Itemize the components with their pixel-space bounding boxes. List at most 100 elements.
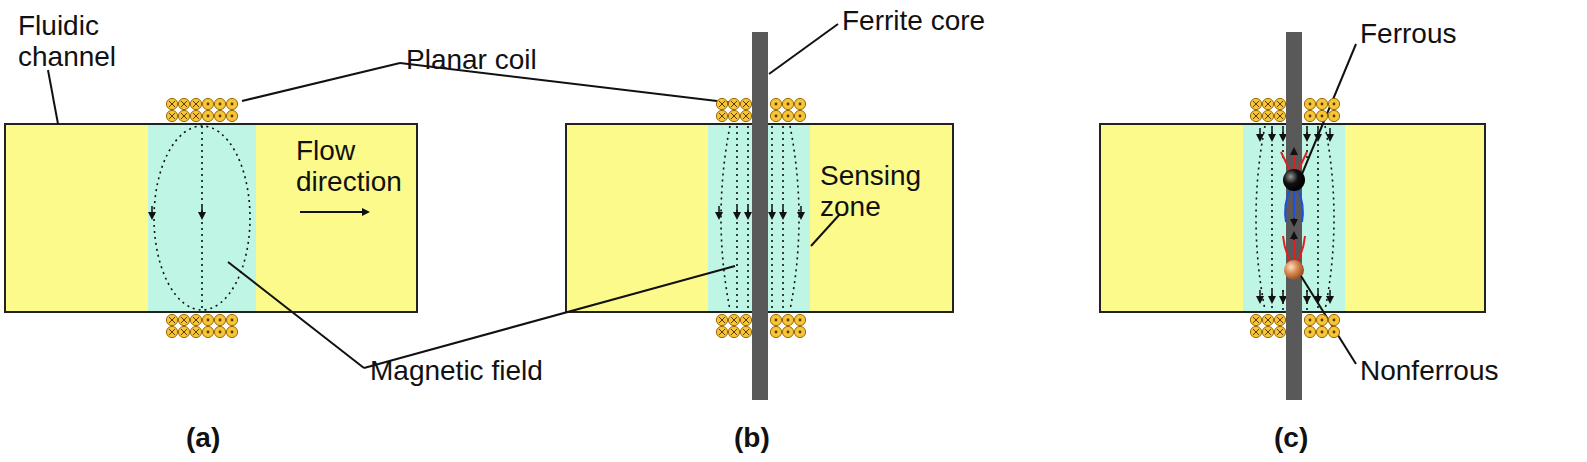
coil-cross bbox=[1277, 101, 1283, 107]
coil-turn bbox=[782, 98, 793, 109]
coil-dot bbox=[1309, 115, 1312, 118]
coil-turn bbox=[202, 326, 213, 337]
coil-cross bbox=[1253, 113, 1259, 119]
coil-turn bbox=[190, 326, 201, 337]
coil-turn bbox=[740, 326, 751, 337]
coil-dot bbox=[231, 115, 234, 118]
coil-turn bbox=[1274, 326, 1285, 337]
coil-turn bbox=[716, 110, 727, 121]
coil-turn bbox=[728, 326, 739, 337]
flow-arrow bbox=[300, 211, 366, 213]
coil-turn bbox=[1316, 326, 1327, 337]
coil-turn bbox=[190, 110, 201, 121]
coil-turn bbox=[770, 98, 781, 109]
coil-dot bbox=[219, 319, 222, 322]
field-label: Magnetic field bbox=[370, 355, 543, 386]
coil-turn bbox=[178, 98, 189, 109]
coil-turn bbox=[166, 110, 177, 121]
coil-dot bbox=[219, 331, 222, 334]
coil-turn bbox=[1262, 98, 1273, 109]
panel-label: (a) bbox=[186, 422, 220, 453]
coil-turn bbox=[226, 98, 237, 109]
coil-turn bbox=[1304, 98, 1315, 109]
coil-turn bbox=[178, 326, 189, 337]
coil-turn bbox=[166, 326, 177, 337]
coil-cross bbox=[1253, 329, 1259, 335]
coil-turn bbox=[782, 326, 793, 337]
coil-cross bbox=[181, 317, 187, 323]
coil-dot bbox=[775, 103, 778, 106]
coil-dot bbox=[219, 115, 222, 118]
coil-dot bbox=[787, 331, 790, 334]
coil-dot bbox=[1333, 103, 1336, 106]
coil-cross bbox=[1265, 101, 1271, 107]
coil-cross bbox=[1265, 317, 1271, 323]
coil-dot bbox=[1321, 319, 1324, 322]
coil-turn bbox=[166, 98, 177, 109]
coil-turn bbox=[1328, 110, 1339, 121]
coil-dot bbox=[207, 115, 210, 118]
coil-dot bbox=[799, 115, 802, 118]
coil-turn bbox=[190, 98, 201, 109]
coil-dot bbox=[1309, 331, 1312, 334]
coil-turn bbox=[214, 110, 225, 121]
coil-dot bbox=[207, 103, 210, 106]
coil-cross bbox=[193, 317, 199, 323]
coil-turn bbox=[1250, 98, 1261, 109]
coil-turn bbox=[1274, 98, 1285, 109]
coil-turn bbox=[782, 110, 793, 121]
coil-turn bbox=[1262, 314, 1273, 325]
coil-turn bbox=[214, 314, 225, 325]
coil-turn bbox=[716, 314, 727, 325]
coil-dot bbox=[775, 319, 778, 322]
coil-turn bbox=[1328, 326, 1339, 337]
channel-label: Fluidic channel bbox=[18, 10, 138, 72]
coil-cross bbox=[1265, 113, 1271, 119]
coil-turn bbox=[166, 314, 177, 325]
coil-turn bbox=[770, 314, 781, 325]
coil-dot bbox=[1321, 115, 1324, 118]
coil-cross bbox=[169, 329, 175, 335]
coil-dot bbox=[231, 103, 234, 106]
coil-cross bbox=[169, 101, 175, 107]
coil-turn bbox=[202, 314, 213, 325]
coil-turn bbox=[226, 110, 237, 121]
coil-cross bbox=[181, 329, 187, 335]
coil-dot bbox=[1309, 319, 1312, 322]
coil-dot bbox=[1321, 103, 1324, 106]
ferrite-core bbox=[752, 32, 768, 400]
coil-cross bbox=[169, 113, 175, 119]
coil-dot bbox=[207, 319, 210, 322]
coil-cross bbox=[719, 329, 725, 335]
coil-cross bbox=[1253, 317, 1259, 323]
coil-cross bbox=[743, 317, 749, 323]
planar-coils bbox=[166, 98, 1339, 337]
coil-turn bbox=[740, 98, 751, 109]
sensing-zone bbox=[148, 125, 256, 311]
coil-turn bbox=[214, 326, 225, 337]
coil-cross bbox=[169, 317, 175, 323]
ferrite-core bbox=[1286, 32, 1302, 400]
coil-label: Planar coil bbox=[406, 44, 537, 75]
coil-turn bbox=[1262, 110, 1273, 121]
panel-label: (c) bbox=[1274, 422, 1308, 453]
fluidic-channel bbox=[5, 124, 417, 312]
flow-label: Flow direction bbox=[296, 135, 416, 197]
coil-turn bbox=[782, 314, 793, 325]
coil-turn bbox=[770, 326, 781, 337]
coil-turn bbox=[1304, 314, 1315, 325]
coil-cross bbox=[719, 113, 725, 119]
coil-cross bbox=[193, 101, 199, 107]
coil-turn bbox=[1316, 98, 1327, 109]
coil-turn bbox=[728, 314, 739, 325]
coil-cross bbox=[1277, 113, 1283, 119]
coil-dot bbox=[231, 319, 234, 322]
coil-cross bbox=[719, 317, 725, 323]
coil-turn bbox=[794, 98, 805, 109]
coil-turn bbox=[1328, 314, 1339, 325]
coil-cross bbox=[731, 101, 737, 107]
coil-dot bbox=[799, 319, 802, 322]
coil-turn bbox=[1250, 110, 1261, 121]
coil-turn bbox=[794, 314, 805, 325]
coil-cross bbox=[1277, 329, 1283, 335]
